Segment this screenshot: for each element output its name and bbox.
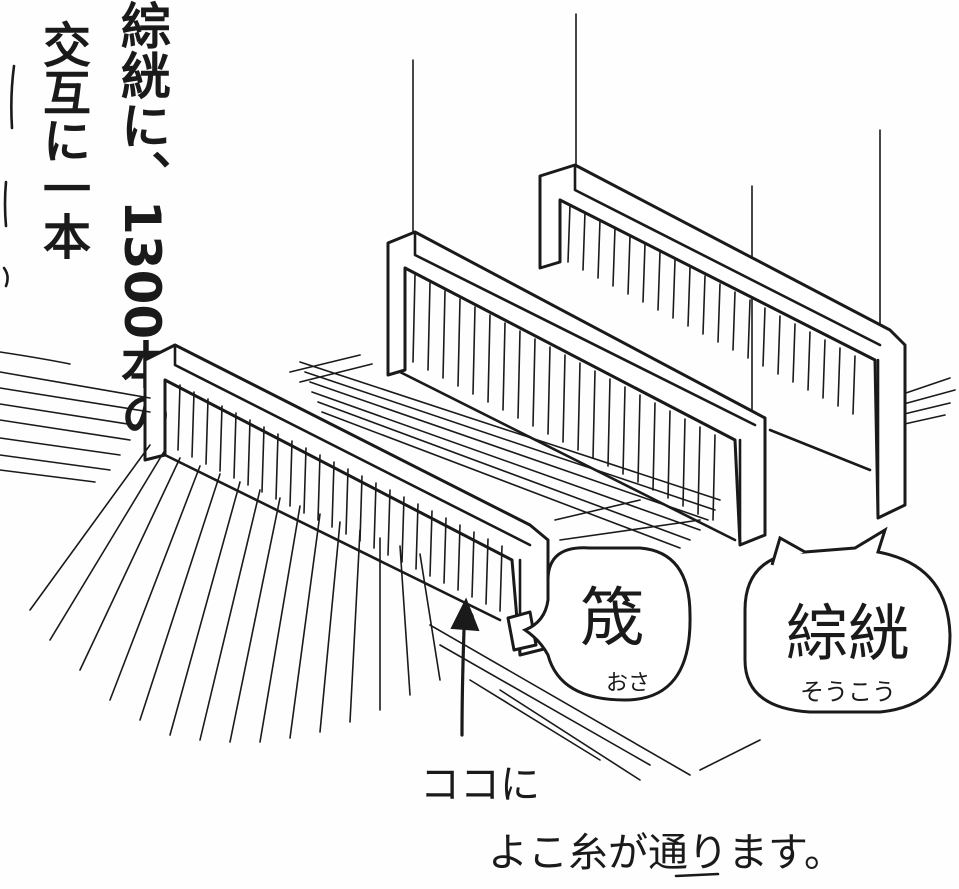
bubble-osa: 筬 おさ — [521, 546, 692, 702]
pointer-arrow — [450, 597, 480, 737]
caption-line-1: ココに — [420, 762, 540, 808]
vertical-note: 綜絖に、1300本の 交互に一本 — [2, 0, 171, 439]
heddle-frame-middle — [386, 230, 767, 547]
osa-reading: おさ — [606, 671, 650, 696]
osa-kanji: 筬 — [580, 582, 644, 656]
soukou-reading: そうこう — [800, 678, 896, 706]
heddle-wires-middle — [412, 274, 716, 521]
soukou-kanji: 綜絖 — [786, 597, 910, 670]
note-edge-strokes — [2, 64, 16, 288]
note-column-left: 交互に一本 — [34, 20, 91, 260]
reed-wires-front — [177, 384, 503, 612]
warp-threads-center — [299, 361, 721, 549]
floor-lines — [429, 499, 761, 781]
warp-threads-left — [0, 351, 441, 743]
heddle-frame-back — [538, 163, 907, 520]
suspension-strings — [412, 13, 881, 421]
pointer-caption: ココに よこ糸が通ります。 — [420, 762, 844, 878]
caption-line-2: よこ糸が通ります。 — [488, 830, 844, 876]
heddle-wires-back — [567, 204, 856, 415]
reed-frame-front — [143, 343, 550, 657]
bubble-soukou: 綜絖 そうこう — [743, 526, 952, 714]
caption-underline — [674, 872, 720, 878]
